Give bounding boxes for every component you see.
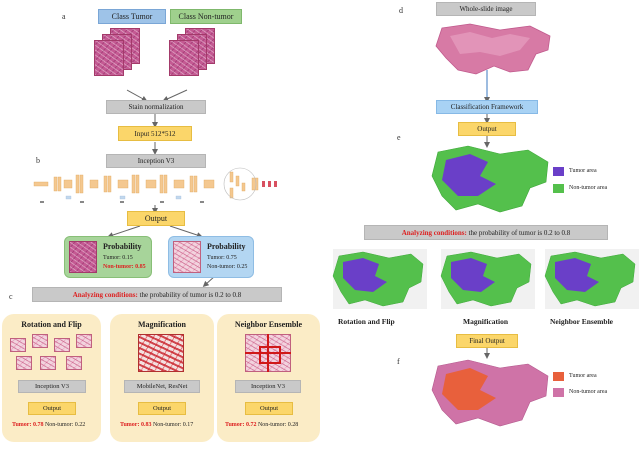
- non-tumor-sample-image: [69, 241, 97, 273]
- method-title: Magnification: [138, 320, 186, 329]
- probability-card-non-tumor: Probability Tumor: 0.15 Non-tumor: 0.85: [64, 236, 152, 278]
- whole-slide-image-box: Whole-slide image: [436, 2, 536, 16]
- classification-framework-box: Classification Framework: [436, 100, 538, 114]
- patch-image: [32, 334, 48, 348]
- analyzing-conditions-banner-right: Analyzing conditions: the probability of…: [364, 225, 608, 240]
- non-tumor-patch-front: [169, 40, 199, 76]
- stain-normalization-box: Stain normalization: [106, 100, 206, 114]
- panel-letter-e: e: [397, 133, 401, 142]
- analyzing-conditions-label: Analyzing conditions:: [72, 290, 138, 299]
- probability-title: Probability: [207, 242, 246, 251]
- analyzing-conditions-label: Analyzing conditions:: [401, 228, 467, 237]
- probability-title: Probability: [103, 242, 142, 251]
- legend-non-tumor-swatch: [553, 184, 564, 193]
- panel-letter-a: a: [62, 12, 66, 21]
- center-patch-highlight: [259, 346, 281, 364]
- patch-image: [10, 338, 26, 352]
- method-card-rotation-flip: Rotation and Flip Inception V3 Output Tu…: [2, 314, 101, 442]
- analyzing-conditions-banner-left: Analyzing conditions: the probability of…: [32, 287, 282, 302]
- method-result: Tumor: 0.72 Non-tumor: 0.28: [225, 422, 299, 428]
- map-rotation-flip: [332, 251, 424, 307]
- legend-non-tumor-label: Non-tumor area: [569, 185, 608, 191]
- patch-image: [54, 338, 70, 352]
- input-size-box: Input 512*512: [118, 126, 192, 141]
- tumor-patch-front: [94, 40, 124, 76]
- legend-final-tumor-label: Tumor area: [569, 373, 597, 379]
- model-box: Inception V3: [18, 380, 86, 393]
- grid-line: [245, 352, 291, 354]
- analyzing-conditions-text: the probability of tumor is 0.2 to 0.8: [139, 290, 242, 299]
- model-box: Inception V3: [235, 380, 301, 393]
- legend-final-non-tumor-swatch: [553, 388, 564, 397]
- panel-letter-c: c: [9, 292, 13, 301]
- probability-card-uncertain: Probability Tumor: 0.75 Non-tumor: 0.25: [168, 236, 254, 278]
- output-box-d: Output: [458, 122, 516, 136]
- final-output-box: Final Output: [456, 334, 518, 348]
- map-label-rotation-flip: Rotation and Flip: [338, 317, 395, 326]
- panel-letter-f: f: [397, 357, 400, 366]
- output-box: Output: [138, 402, 186, 415]
- legend-tumor-label: Tumor area: [569, 168, 597, 174]
- patch-image: [16, 356, 32, 370]
- legend-tumor-swatch: [553, 167, 564, 176]
- patch-image: [76, 334, 92, 348]
- analyzing-conditions-text: the probability of tumor is 0.2 to 0.8: [468, 228, 571, 237]
- patch-image: [40, 356, 56, 370]
- magnified-patch-image: [138, 334, 184, 372]
- uncertain-sample-image: [173, 241, 201, 273]
- patch-image: [66, 356, 82, 370]
- panel-letter-b: b: [36, 156, 40, 165]
- legend-final-non-tumor-label: Non-tumor area: [569, 389, 608, 395]
- method-result: Tumor: 0.83 Non-tumor: 0.17: [120, 422, 194, 428]
- legend-final-tumor-swatch: [553, 372, 564, 381]
- map-label-magnification: Magnification: [463, 317, 508, 326]
- output-box: Output: [245, 402, 293, 415]
- map-label-neighbor-ensemble: Neighbor Ensemble: [550, 317, 613, 326]
- tumor-probability: Tumor: 0.75: [207, 255, 237, 261]
- method-card-magnification: Magnification MobileNet, ResNet Output T…: [110, 314, 214, 442]
- map-neighbor-ensemble: [544, 251, 636, 307]
- non-tumor-probability: Non-tumor: 0.25: [207, 264, 248, 270]
- model-box: MobileNet, ResNet: [124, 380, 200, 393]
- output-box-b: Output: [127, 211, 185, 226]
- class-tumor-label: Class Tumor: [98, 9, 166, 24]
- method-card-neighbor-ensemble: Neighbor Ensemble Inception V3 Output Tu…: [217, 314, 320, 442]
- output-box: Output: [28, 402, 76, 415]
- non-tumor-probability: Non-tumor: 0.85: [103, 264, 146, 270]
- panel-letter-d: d: [399, 6, 403, 15]
- method-title: Rotation and Flip: [21, 320, 82, 329]
- method-result: Tumor: 0.78 Non-tumor: 0.22: [12, 422, 86, 428]
- tumor-probability: Tumor: 0.15: [103, 255, 133, 261]
- inception-v3-box: Inception V3: [106, 154, 206, 168]
- map-magnification: [440, 251, 532, 307]
- method-title: Neighbor Ensemble: [234, 320, 303, 329]
- class-non-tumor-label: Class Non-tumor: [170, 9, 242, 24]
